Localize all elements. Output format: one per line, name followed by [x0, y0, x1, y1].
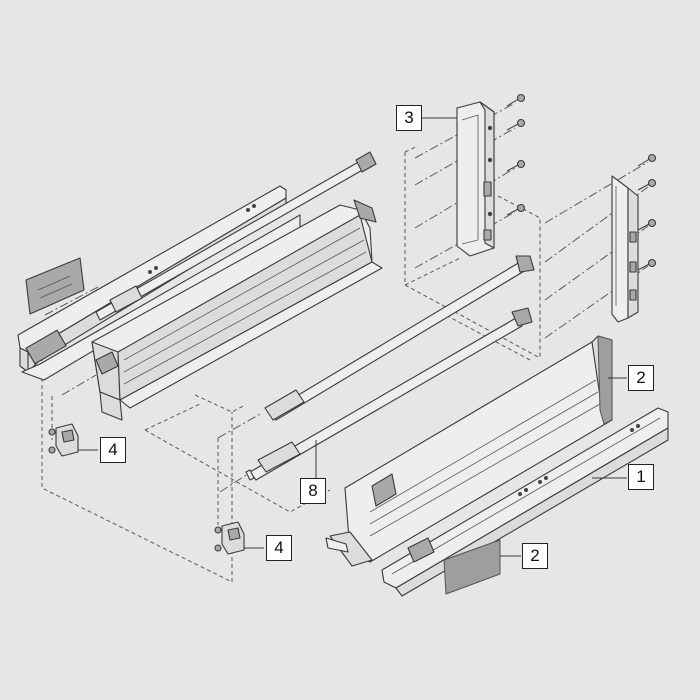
left-drawer-side-part: [91, 199, 383, 421]
callout-2-side-cap: 2: [628, 365, 654, 391]
screws-right: [637, 153, 657, 271]
leader-lines: [78, 117, 627, 557]
locking-device-left: [48, 423, 79, 457]
callout-8-rod: 8: [300, 478, 326, 504]
callout-4-locking-device: 4: [100, 437, 126, 463]
right-drawer-side-part: [325, 335, 613, 567]
callout-4-locking-device-bottom: 4: [266, 535, 292, 561]
small-plate-bottom: [443, 539, 501, 595]
callout-3-back-bracket: 3: [396, 105, 422, 131]
locking-device-bottom: [214, 521, 245, 555]
back-bracket-part: [456, 101, 495, 257]
callout-2-cover-plate: 2: [522, 543, 548, 569]
small-plate-left: [25, 257, 85, 315]
screws-top: [506, 93, 526, 216]
center-rods-part: [245, 255, 535, 481]
right-back-bracket-part: [611, 175, 639, 323]
left-rod-part: [95, 151, 377, 321]
callout-1-runner: 1: [628, 464, 654, 490]
